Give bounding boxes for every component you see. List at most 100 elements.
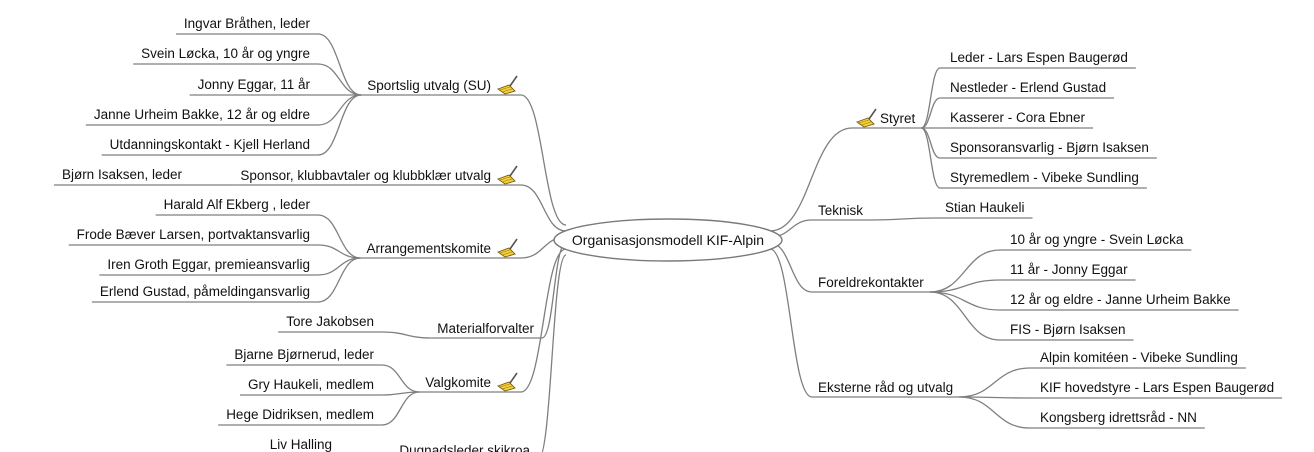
child-node-gry-haukeli-medlem[interactable]: Gry Haukeli, medlem [239, 377, 382, 396]
child-connector [869, 217, 936, 221]
broom-icon [856, 108, 877, 128]
child-connector [921, 127, 941, 159]
child-node-kasserer-cora-ebner[interactable]: Kasserer - Cora Ebner [940, 110, 1094, 129]
child-node-alpin-komiteen-vibeke-sundling[interactable]: Alpin komitéen - Vibeke Sundling [1030, 350, 1246, 369]
child-label: Ingvar Bråthen, leder [184, 16, 311, 31]
child-node-nestleder-erlend-gustad[interactable]: Nestleder - Erlend Gustad [940, 80, 1115, 99]
branch-connector [520, 94, 567, 226]
child-label: KIF hovedstyre - Lars Espen Baugerød [1040, 380, 1274, 395]
child-label: Gry Haukeli, medlem [248, 377, 374, 392]
branch-sportslig-utvalg-su[interactable]: Sportslig utvalg (SU) [361, 78, 521, 96]
child-label: Kasserer - Cora Ebner [950, 110, 1086, 125]
child-node-erlend-gustad-pameldingansvarlig[interactable]: Erlend Gustad, påmeldingansvarlig [91, 284, 318, 303]
child-node-bjorn-isaksen-leder[interactable]: Bjørn Isaksen, leder [53, 167, 190, 186]
child-node-frode-baever-larsen-portvaktansvarlig[interactable]: Frode Bæver Larsen, portvaktansvarlig [68, 227, 318, 246]
branch-label-valgkomite: Valgkomite [425, 375, 491, 390]
child-node-10-ar-og-yngre-svein-locka[interactable]: 10 år og yngre - Svein Løcka [1000, 232, 1192, 251]
child-label: Iren Groth Eggar, premieansvarlig [107, 257, 310, 272]
child-label: Svein Løcka, 10 år og yngre [141, 46, 310, 61]
child-node-stian-haukeli[interactable]: Stian Haukeli [935, 200, 1033, 219]
child-node-leder-lars-espen-baugerod[interactable]: Leder - Lars Espen Baugerød [940, 50, 1136, 69]
branch-dugnadsleder-skikroa[interactable]: Dugnadsleder skikroa [393, 443, 538, 452]
child-label: Stian Haukeli [945, 200, 1025, 215]
child-connector [929, 291, 1001, 311]
child-label: 12 år og eldre - Janne Urheim Bakke [1010, 292, 1231, 307]
child-node-hege-didriksen-medlem[interactable]: Hege Didriksen, medlem [218, 407, 382, 426]
branch-label-teknisk: Teknisk [818, 203, 863, 218]
child-label: Nestleder - Erlend Gustad [950, 80, 1106, 95]
child-label: Janne Urheim Bakke, 12 år og eldre [94, 107, 310, 122]
child-label: FIS - Bjørn Isaksen [1010, 322, 1126, 337]
child-node-kongsberg-idrettsrad-nn[interactable]: Kongsberg idrettsråd - NN [1030, 410, 1205, 429]
branch-label-foreldrekontakter: Foreldrekontakter [818, 275, 924, 290]
child-node-bjarne-bjornerud-leder[interactable]: Bjarne Bjørnerud, leder [226, 347, 382, 366]
branch-connector [520, 248, 567, 393]
branch-materialforvalter[interactable]: Materialforvalter [431, 321, 542, 339]
child-label: Harald Alf Ekberg , leder [164, 197, 311, 212]
branch-connector [541, 254, 567, 452]
branch-label-eksterne-rad-og-utvalg: Eksterne råd og utvalg [818, 380, 953, 395]
child-connector [317, 94, 362, 126]
branch-styret[interactable]: Styret [852, 111, 922, 129]
child-node-12-ar-og-eldre-janne-urheim-bakke[interactable]: 12 år og eldre - Janne Urheim Bakke [1000, 292, 1239, 311]
child-connector [929, 291, 1001, 341]
child-node-svein-locka-10-ar-og-yngre[interactable]: Svein Løcka, 10 år og yngre [133, 46, 318, 65]
child-node-11-ar-jonny-eggar[interactable]: 11 år - Jonny Eggar [1000, 262, 1136, 281]
child-connector [317, 94, 362, 156]
branch-label-arrangementskomite: Arrangementskomite [366, 241, 491, 256]
branch-label-styret: Styret [880, 111, 916, 126]
root-ellipse[interactable] [553, 218, 783, 262]
branch-foreldrekontakter[interactable]: Foreldrekontakter [812, 275, 930, 293]
child-label: 11 år - Jonny Eggar [1010, 262, 1128, 277]
branch-label-materialforvalter: Materialforvalter [437, 321, 534, 336]
child-connector [317, 257, 361, 276]
child-node-utdanningskontakt-kjell-herland[interactable]: Utdanningskontakt - Kjell Herland [101, 137, 318, 156]
branch-arrangementskomite[interactable]: Arrangementskomite [360, 241, 521, 259]
child-connector [920, 67, 941, 129]
child-node-iren-groth-eggar-premieansvarlig[interactable]: Iren Groth Eggar, premieansvarlig [99, 257, 318, 276]
child-node-ingvar-brathen-leder[interactable]: Ingvar Bråthen, leder [175, 16, 318, 35]
child-label: Frode Bæver Larsen, portvaktansvarlig [77, 227, 310, 242]
child-node-kif-hovedstyre-lars-espen-baugerod[interactable]: KIF hovedstyre - Lars Espen Baugerød [1030, 380, 1283, 399]
branch-label-sportslig-utvalg-su: Sportslig utvalg (SU) [367, 78, 491, 93]
child-label: Sponsoransvarlig - Bjørn Isaksen [950, 140, 1149, 155]
child-node-harald-alf-ekberg-leder[interactable]: Harald Alf Ekberg , leder [155, 197, 318, 216]
child-node-jonny-eggar-11-ar[interactable]: Jonny Eggar, 11 år [189, 77, 318, 96]
child-node-styremedlem-vibeke-sundling[interactable]: Styremedlem - Vibeke Sundling [940, 170, 1147, 189]
broom-icon [497, 372, 518, 392]
child-label: Alpin komitéen - Vibeke Sundling [1040, 350, 1238, 365]
branch-connector [769, 248, 813, 398]
child-node-janne-urheim-bakke-12-ar-og-eldre[interactable]: Janne Urheim Bakke, 12 år og eldre [85, 107, 318, 126]
branch-label-sponsor-klubbavtaler-og-klubbklaer-utval: Sponsor, klubbavtaler og klubbklær utval… [240, 168, 491, 183]
broom-icon [497, 165, 518, 185]
branch-label-dugnadsleder-skikroa: Dugnadsleder skikroa [399, 443, 530, 452]
node-layer: Sportslig utvalg (SU) Ingvar Bråthen, led… [53, 16, 1283, 452]
root-node[interactable]: Organisasjonsmodell KIF-Alpin [553, 218, 783, 262]
branch-connector [769, 127, 853, 232]
branch-sponsor-klubbavtaler-og-klubbklaer-utval[interactable]: Sponsor, klubbavtaler og klubbklær utval… [234, 168, 521, 186]
child-label: Bjørn Isaksen, leder [62, 167, 183, 182]
child-connector [959, 396, 1031, 399]
child-connector [317, 214, 361, 259]
branch-teknisk[interactable]: Teknisk [812, 203, 870, 221]
child-node-liv-halling[interactable]: Liv Halling [262, 437, 340, 452]
child-connector [921, 97, 941, 129]
branch-valgkomite[interactable]: Valgkomite [419, 375, 521, 393]
child-label: Liv Halling [270, 437, 332, 452]
child-connector [317, 33, 362, 96]
child-label: Bjarne Bjørnerud, leder [234, 347, 374, 362]
child-node-fis-bjorn-isaksen[interactable]: FIS - Bjørn Isaksen [1000, 322, 1134, 341]
child-connector [920, 127, 941, 189]
child-label: Jonny Eggar, 11 år [198, 77, 311, 92]
child-label: 10 år og yngre - Svein Løcka [1010, 232, 1184, 247]
broom-icon [497, 238, 518, 258]
child-connector [929, 249, 1001, 293]
child-connector [317, 244, 361, 259]
branch-eksterne-rad-og-utvalg[interactable]: Eksterne råd og utvalg [812, 380, 960, 398]
child-label: Leder - Lars Espen Baugerød [950, 50, 1128, 65]
child-node-tore-jakobsen[interactable]: Tore Jakobsen [278, 314, 382, 333]
child-label: Hege Didriksen, medlem [226, 407, 374, 422]
child-connector [381, 391, 420, 426]
child-node-sponsoransvarlig-bjorn-isaksen[interactable]: Sponsoransvarlig - Bjørn Isaksen [940, 140, 1157, 159]
